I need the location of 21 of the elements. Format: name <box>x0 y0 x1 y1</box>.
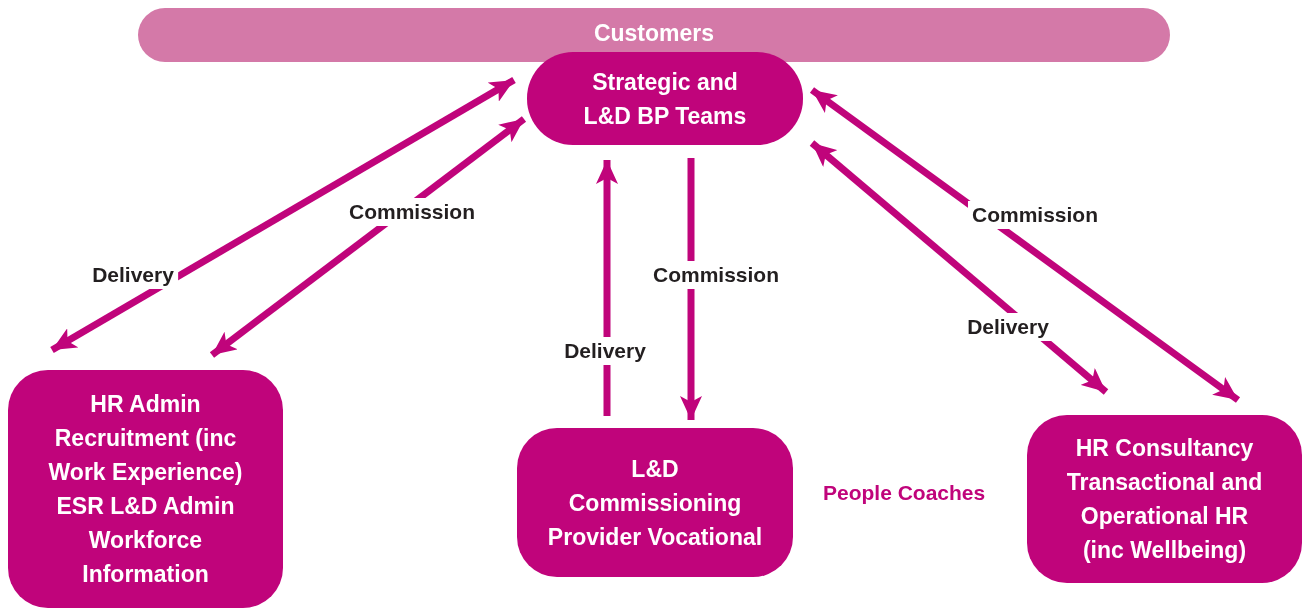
arrow <box>809 87 1241 403</box>
arrow <box>809 140 1109 395</box>
node-text: (inc Wellbeing) <box>1082 536 1247 565</box>
node-text: ESR L&D Admin <box>56 492 235 521</box>
team-box <box>517 428 793 577</box>
customer-band <box>138 8 1170 62</box>
node-text: Strategic and L&D BP Teams <box>582 67 748 131</box>
node-text: HR Admin <box>90 390 201 419</box>
node-text: Customers <box>593 19 715 48</box>
node-text: Workforce Information <box>81 526 210 589</box>
node-text: L&D <box>631 454 679 484</box>
node-text: Recruitment (inc Work Experience) <box>47 424 244 487</box>
node-text: Commissioning <box>568 488 742 518</box>
team-box <box>8 370 283 608</box>
node-text: HR Consultancy <box>1075 434 1254 463</box>
node-text: Provider Vocational <box>547 522 763 552</box>
arrow <box>50 76 516 354</box>
arrow <box>209 116 527 358</box>
node-text: Transactional and Operational HR <box>1065 468 1264 531</box>
team-box <box>1027 415 1302 583</box>
role-label: People Coaches <box>823 481 986 505</box>
